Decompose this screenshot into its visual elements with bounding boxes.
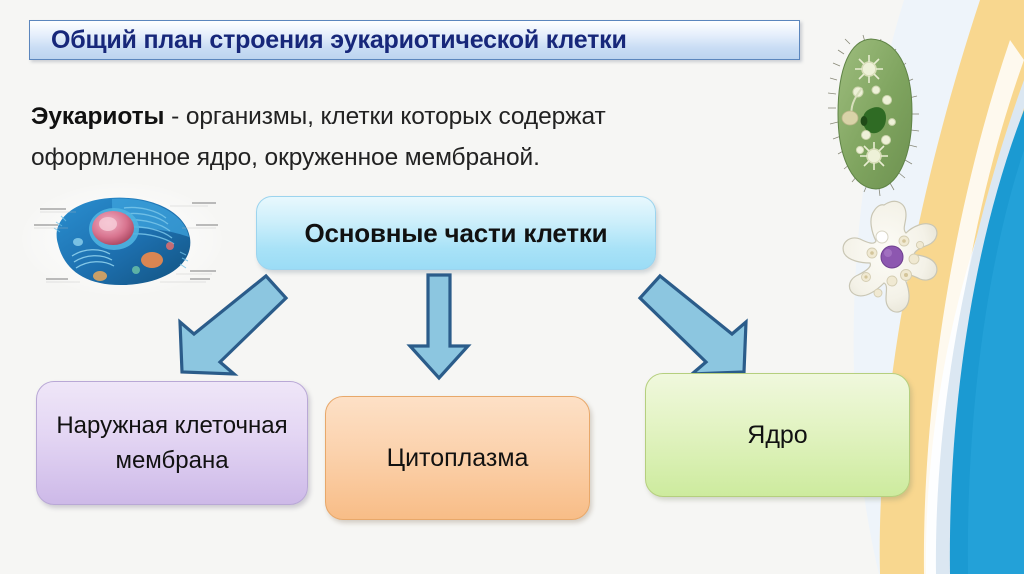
paramecium: [824, 22, 928, 202]
food-vacuoles: [861, 235, 925, 298]
slide-title-box: Общий план строения эукариотической клет…: [29, 20, 800, 60]
micronucleus: [860, 116, 868, 126]
node-cytoplasm-label: Цитоплазма: [386, 443, 529, 472]
macronucleus: [862, 107, 886, 134]
lead-body: - организмы, клетки которых содержат офо…: [31, 103, 606, 171]
node-nucleus-label: Ядро: [747, 420, 808, 449]
node-main-parts-label: Основные части клетки: [304, 217, 608, 248]
blue-swoosh-highlight: [967, 150, 1024, 574]
lead-term: Эукариоты: [31, 103, 165, 130]
node-outer-membrane[interactable]: Наружная клеточная мембрана: [36, 381, 308, 505]
contractile-vacuole: [875, 230, 889, 244]
lead-paragraph: Эукариоты - организмы, клетки которых со…: [31, 96, 731, 178]
node-nucleus[interactable]: Ядро: [645, 373, 910, 497]
node-main-parts[interactable]: Основные части клетки: [256, 196, 656, 270]
amoeba: [836, 193, 966, 328]
amoeba-nucleus: [880, 245, 904, 269]
eukaryotic-cell-diagram: [20, 182, 225, 297]
arrow-right: [636, 272, 760, 380]
node-cytoplasm[interactable]: Цитоплазма: [325, 396, 590, 520]
page-title: Общий план строения эукариотической клет…: [51, 25, 627, 54]
arrow-center: [406, 272, 472, 382]
blue-swoosh: [949, 110, 1024, 574]
contractile-vacuole-upper: [855, 55, 883, 83]
node-outer-membrane-label: Наружная клеточная мембрана: [56, 412, 288, 474]
arrow-left: [166, 272, 290, 380]
contractile-vacuole-lower: [860, 142, 888, 170]
